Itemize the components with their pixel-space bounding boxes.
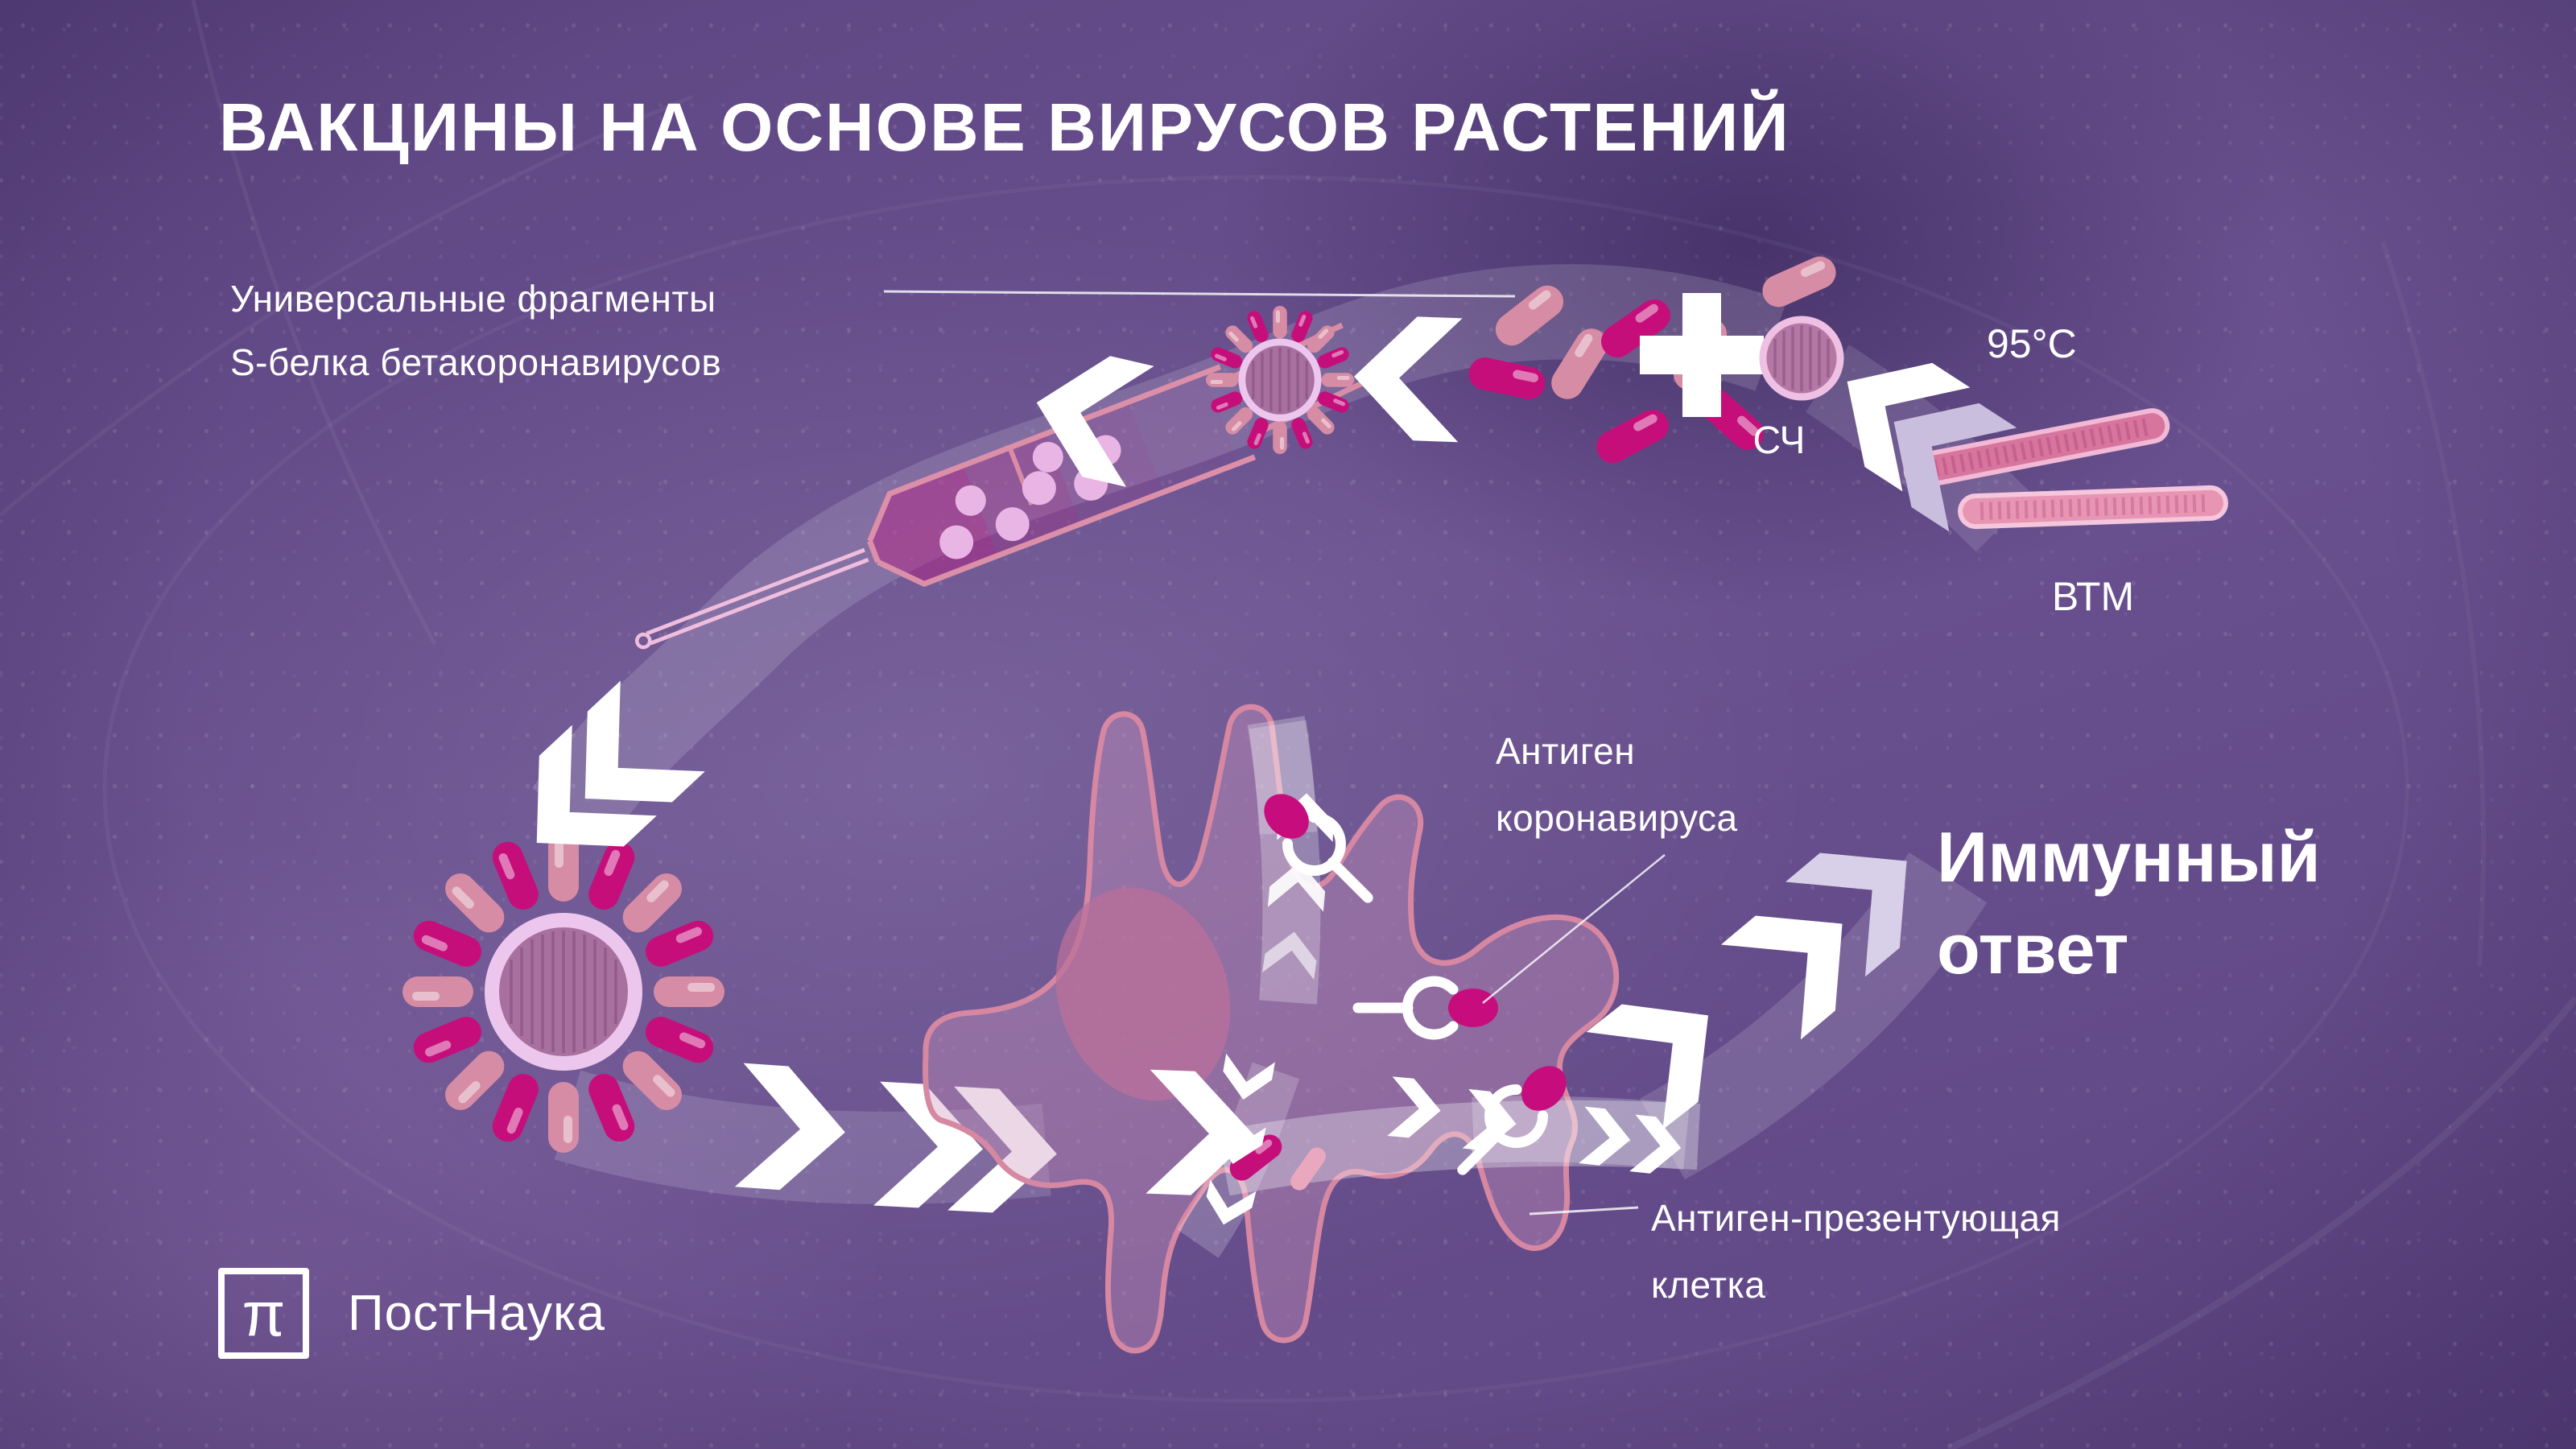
pi-logo-icon: π	[218, 1268, 309, 1359]
apc-label-line2: клетка	[1651, 1263, 1766, 1306]
antigen-presenting-cell	[923, 704, 1701, 1354]
postnauka-logo: π ПостНаука	[218, 1268, 605, 1359]
plus-icon	[1640, 293, 1764, 417]
fragments-label-line2: S-белка бетакоронавирусов	[230, 341, 722, 384]
apc-label-line1: Антиген-презентующая	[1651, 1197, 2061, 1239]
antigen-label-line2: коронавируса	[1496, 796, 1738, 839]
spherical-particle	[1759, 316, 1844, 401]
tmv-rod-2	[1958, 485, 2228, 530]
fragments-label: Универсальные фрагменты S-белка бетакоро…	[230, 267, 721, 394]
temperature-label: 95°C	[1987, 321, 2077, 366]
fragments-label-line1: Универсальные фрагменты	[230, 278, 716, 320]
virus-striations	[510, 931, 617, 1053]
vaccine-particles	[939, 435, 1121, 559]
spherical-particle-label: СЧ	[1752, 419, 1806, 462]
apc-label: Антиген-презентующая клетка	[1651, 1185, 2061, 1319]
assembled-virus-large	[402, 831, 724, 1153]
fragments-inside-cell	[1229, 1134, 1326, 1191]
syringe-icon	[634, 322, 1366, 650]
cell-nucleus	[1055, 887, 1231, 1101]
immune-response-line2: ответ	[1937, 909, 2129, 989]
cell-membrane	[923, 704, 1620, 1354]
logo-name: ПостНаука	[348, 1286, 605, 1341]
antigen-label: Антиген коронавируса	[1496, 718, 1738, 852]
page-title: ВАКЦИНЫ НА ОСНОВЕ ВИРУСОВ РАСТЕНИЙ	[219, 89, 1790, 165]
antigen-receptors	[1264, 794, 1567, 1175]
tmv-label: ВТМ	[2051, 574, 2135, 619]
assembled-virus-small	[1206, 306, 1354, 454]
immune-response-line1: Иммунный	[1937, 817, 2321, 897]
callout-lines	[883, 290, 1666, 1216]
antigen-label-line1: Антиген	[1496, 730, 1636, 772]
immune-response-label: Иммунный ответ	[1937, 811, 2321, 996]
